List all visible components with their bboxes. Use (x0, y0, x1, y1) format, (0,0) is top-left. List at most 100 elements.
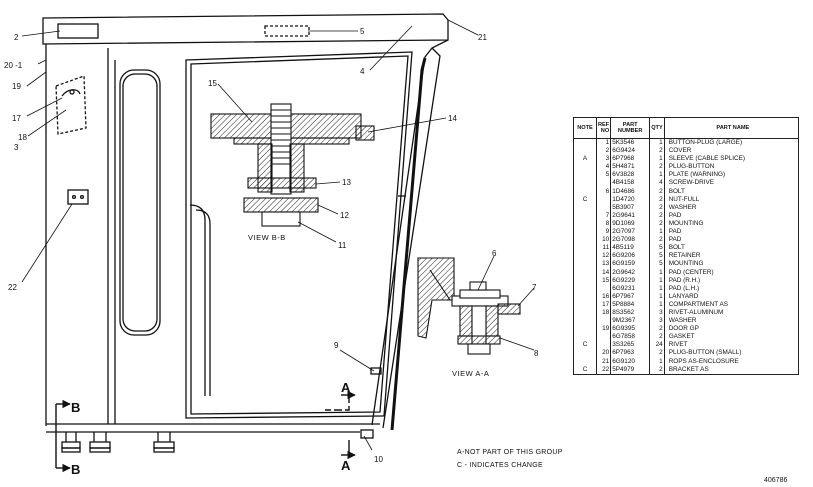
row-note (573, 300, 597, 309)
row-note (573, 187, 597, 196)
row-ref-no: 9 (595, 228, 612, 237)
col-header-part-name: PART NAME (663, 117, 800, 139)
callout-13: 13 (342, 178, 351, 187)
row-part-number: 6G9120 (610, 357, 651, 366)
row-ref-no: 4 (595, 163, 612, 172)
row-note (573, 211, 597, 220)
row-part-number: 6P7963 (610, 349, 651, 358)
callout-14: 14 (448, 114, 457, 123)
row-qty: 2 (649, 203, 665, 212)
row-ref-no (595, 284, 612, 293)
row-ref-no (595, 317, 612, 326)
row-note (573, 317, 597, 326)
row-ref-no: 7 (595, 211, 612, 220)
callout-2: 2 (14, 33, 19, 42)
row-qty: 1 (649, 268, 665, 277)
row-part-name: MOUNTING (663, 260, 800, 269)
row-note (573, 244, 597, 253)
row-part-name: RETAINER (663, 252, 800, 261)
row-note (573, 284, 597, 293)
row-qty: 2 (649, 333, 665, 342)
row-ref-no: 8 (595, 219, 612, 229)
row-note (573, 325, 597, 334)
row-note (573, 171, 597, 180)
callout-5: 5 (360, 27, 365, 36)
section-a-label-bottom: A (341, 458, 351, 473)
row-ref-no: 11 (595, 244, 612, 253)
row-qty: 1 (649, 357, 665, 366)
row-note (573, 163, 597, 172)
row-ref-no: 12 (595, 252, 612, 261)
row-ref-no: 6 (595, 187, 612, 196)
row-part-number: 5B3907 (610, 203, 651, 212)
section-a-label-top: A (341, 380, 351, 395)
row-ref-no: 22 (595, 365, 612, 375)
row-note (573, 228, 597, 237)
row-note (573, 357, 597, 366)
row-part-name: PLUG-BUTTON (663, 163, 800, 172)
row-part-number: 2G9641 (610, 211, 651, 220)
row-qty: 2 (649, 349, 665, 358)
row-qty: 1 (649, 300, 665, 309)
note-c: C - INDICATES CHANGE (457, 462, 543, 469)
row-part-number: 8S3562 (610, 308, 651, 318)
row-ref-no: 17 (595, 300, 612, 309)
row-ref-no: 19 (595, 325, 612, 334)
row-part-number: 2G7097 (610, 228, 651, 237)
row-qty: 2 (649, 147, 665, 156)
row-note: C (573, 365, 597, 375)
callout-11: 11 (338, 241, 347, 250)
row-part-name: LANYARD (663, 292, 800, 301)
row-qty: 1 (649, 276, 665, 285)
row-qty: 2 (649, 187, 665, 196)
row-part-number: 6G9231 (610, 284, 651, 293)
row-part-number: 5P8884 (610, 300, 651, 309)
row-ref-no (595, 179, 612, 188)
row-note (573, 179, 597, 188)
row-part-name: PAD (663, 228, 800, 237)
callout-21: 21 (478, 33, 487, 42)
row-note (573, 276, 597, 285)
row-part-name: PAD (R.H.) (663, 276, 800, 285)
row-qty: 3 (649, 308, 665, 318)
col-header-ref-no: REF NO (595, 117, 612, 139)
row-qty: 5 (649, 244, 665, 253)
row-ref-no: 13 (595, 260, 612, 269)
row-part-name: PAD (L.H.) (663, 284, 800, 293)
row-qty: 2 (649, 236, 665, 245)
row-note (573, 308, 597, 318)
row-note (573, 260, 597, 269)
row-part-number: 6G9229 (610, 276, 651, 285)
row-qty: 2 (649, 195, 665, 204)
row-qty: 3 (649, 317, 665, 326)
row-part-name: MOUNTING (663, 219, 800, 229)
callout-12: 12 (340, 211, 349, 220)
col-header-note: NOTE (573, 117, 597, 139)
row-ref-no: 18 (595, 308, 612, 318)
section-b-label-top: B (71, 400, 80, 415)
row-part-name: BUTTON-PLUG (LARGE) (663, 138, 800, 148)
row-part-name: PLUG-BUTTON (SMALL) (663, 349, 800, 358)
view-bb-detail (210, 103, 375, 227)
row-note (573, 252, 597, 261)
view-aa-detail (417, 257, 521, 355)
row-ref-no (595, 333, 612, 342)
row-part-number: 6G9395 (610, 325, 651, 334)
callout-7: 7 (532, 283, 537, 292)
row-note (573, 236, 597, 245)
leader-lines (21, 19, 535, 451)
callout-22: 22 (8, 283, 17, 292)
row-note (573, 203, 597, 212)
